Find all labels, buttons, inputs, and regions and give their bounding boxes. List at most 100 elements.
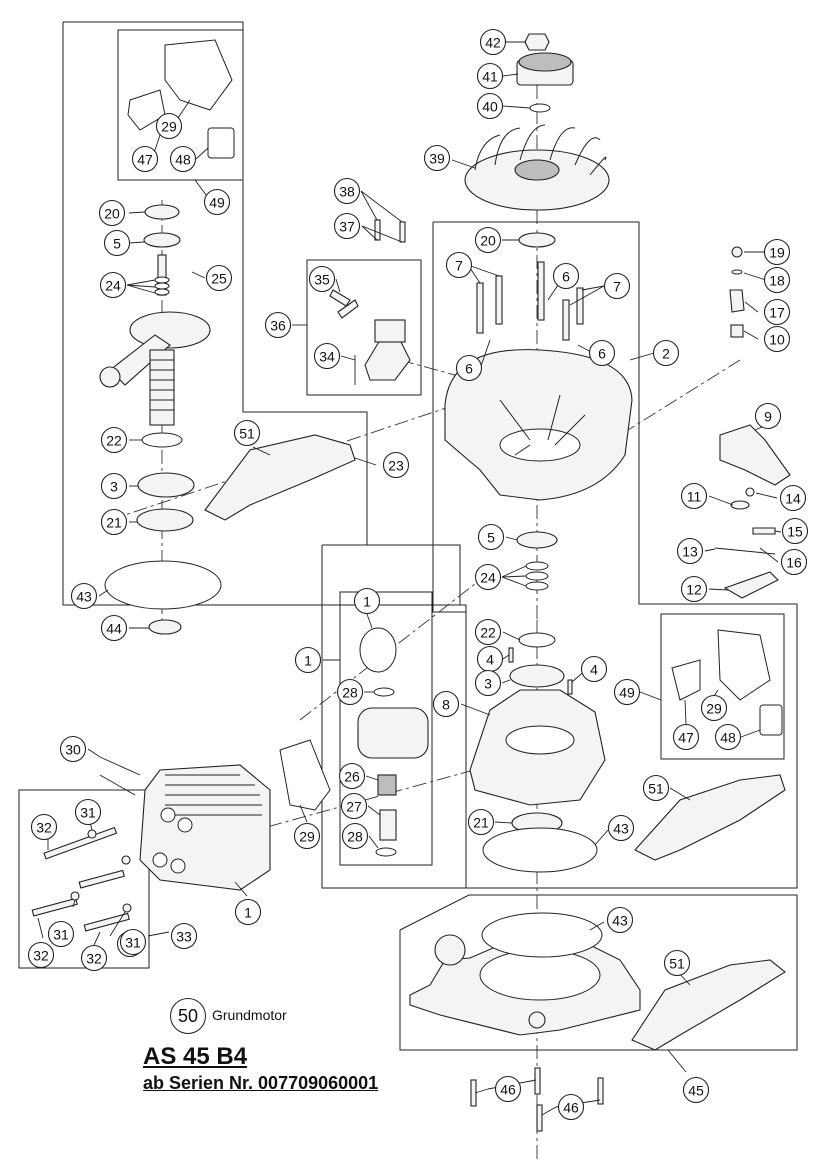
- callout-c15: 15: [781, 517, 809, 545]
- callout-c27: 27: [340, 792, 368, 820]
- cylinder-fins: [165, 774, 262, 816]
- callout-c3a: 3: [100, 472, 128, 500]
- callout-c51c: 51: [663, 949, 691, 977]
- callout-c25: 25: [205, 264, 233, 292]
- callout-c28b: 28: [341, 822, 369, 850]
- callout-c19: 19: [763, 238, 791, 266]
- gasket-29-upper: [164, 39, 233, 111]
- callout-number: 2: [662, 346, 670, 362]
- callout-number: 47: [137, 152, 153, 168]
- callout-circle: [119, 928, 147, 956]
- callout-c9: 9: [754, 402, 782, 430]
- serial-number-line: ab Serien Nr. 007709060001: [143, 1073, 379, 1093]
- callout-circle: [763, 325, 791, 353]
- lever-12: [723, 571, 779, 599]
- callout-circle: [169, 145, 197, 173]
- callout-c37: 37: [333, 212, 361, 240]
- callout-number: 46: [563, 1100, 579, 1116]
- callout-circle: [474, 226, 502, 254]
- callout-circle: [333, 212, 361, 240]
- callout-circle: [781, 517, 809, 545]
- callout-c20b: 20: [98, 199, 126, 227]
- screws-box: [18, 789, 150, 969]
- callout-circle: [338, 762, 366, 790]
- washer-11: [730, 500, 750, 510]
- callout-circle: [353, 587, 381, 615]
- callout-circle: [779, 484, 807, 512]
- callout-number: 32: [86, 951, 102, 967]
- callout-number: 7: [613, 279, 621, 295]
- callout-circle: [763, 238, 791, 266]
- callout-c18: 18: [763, 266, 791, 294]
- callout-circle: [30, 813, 58, 841]
- fan-housing-ribs: [499, 394, 586, 456]
- callout-c22b: 22: [474, 618, 502, 646]
- callout-number: 10: [769, 332, 785, 348]
- callout-circle: [663, 949, 691, 977]
- pin-4b: [567, 679, 573, 695]
- callout-number: 47: [678, 730, 694, 746]
- callout-c47a: 47: [131, 145, 159, 173]
- callout-number: 1: [304, 653, 312, 669]
- callout-c24b: 24: [474, 563, 502, 591]
- callout-number: 49: [209, 195, 225, 211]
- ring-22-left: [141, 432, 183, 448]
- callout-c23: 23: [382, 451, 410, 479]
- callout-number: 4: [486, 652, 494, 668]
- callout-c16: 16: [780, 548, 808, 576]
- callout-number: 33: [176, 929, 192, 945]
- callout-circle: [336, 678, 364, 706]
- callout-c6c: 6: [455, 354, 483, 382]
- callout-circle: [155, 112, 183, 140]
- callout-c7b: 7: [603, 272, 631, 300]
- callout-number: 21: [473, 815, 489, 831]
- callout-number: 31: [125, 935, 141, 951]
- callout-number: 18: [769, 273, 785, 289]
- callout-circle: [264, 311, 292, 339]
- callout-circle: [203, 188, 231, 216]
- callout-circle: [382, 451, 410, 479]
- callout-c3b: 3: [474, 669, 502, 697]
- callout-number: 31: [80, 805, 96, 821]
- callout-number: 34: [319, 349, 335, 365]
- callout-circle: [474, 669, 502, 697]
- callout-circle: [652, 339, 680, 367]
- oring-43-base: [481, 912, 603, 958]
- callout-circle: [340, 792, 368, 820]
- base-housing-frame: [399, 894, 798, 1051]
- callout-number: 45: [688, 1083, 704, 1099]
- callout-c24a: 24: [99, 271, 127, 299]
- callout-circle: [606, 906, 634, 934]
- callout-c29a: 29: [155, 112, 183, 140]
- callout-number: 14: [785, 491, 801, 507]
- screw-38a: [374, 219, 381, 241]
- callout-c31d: 31: [119, 928, 147, 956]
- callout-c22a: 22: [100, 426, 128, 454]
- crankshaft-web: [129, 311, 211, 349]
- callout-number: 49: [619, 685, 635, 701]
- callout-circle: [714, 723, 742, 751]
- callout-c51b: 51: [642, 774, 670, 802]
- callout-c20a: 20: [474, 226, 502, 254]
- callout-number: 43: [76, 589, 92, 605]
- callout-circle: [477, 523, 505, 551]
- callout-number: 20: [104, 206, 120, 222]
- callout-number: 24: [480, 570, 496, 586]
- callout-number: 3: [110, 479, 118, 495]
- callout-c30: 30: [59, 735, 87, 763]
- nut-14: [745, 487, 755, 497]
- callout-circle: [333, 177, 361, 205]
- part-drawings: [31, 33, 791, 1132]
- callout-number: 15: [787, 524, 803, 540]
- callout-c32b: 32: [27, 941, 55, 969]
- gasket-48-upper: [207, 127, 235, 159]
- fan-housing-frame: [432, 221, 798, 889]
- callout-number: 3: [484, 676, 492, 692]
- leader-lines: [37, 41, 782, 1116]
- callout-circle: [234, 898, 262, 926]
- callout-circle: [423, 144, 451, 172]
- piston-box: [339, 591, 433, 866]
- callout-number: 42: [485, 35, 501, 51]
- callout-number: 16: [786, 555, 802, 571]
